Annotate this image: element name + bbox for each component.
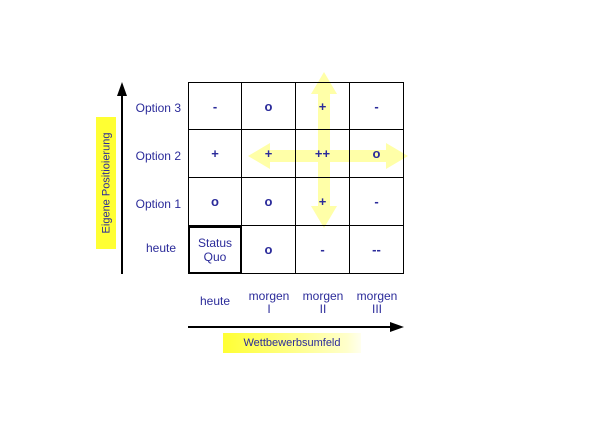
- matrix-cell: -: [350, 82, 404, 130]
- matrix-cell: +: [242, 130, 296, 178]
- column-label-line2: II: [319, 302, 327, 316]
- x-axis-label: Wettbewerbsumfeld: [223, 333, 361, 353]
- column-label-line1: morgen: [248, 289, 290, 303]
- matrix-cell: +: [296, 178, 350, 226]
- column-label-line2: I: [267, 302, 271, 316]
- status-quo-line2: Quo: [203, 250, 227, 264]
- status-quo-cell: Status Quo: [188, 226, 242, 274]
- y-axis-label: Eigene Positioierung: [100, 132, 112, 234]
- x-axis-arrowhead: [390, 322, 404, 332]
- matrix-cell: o: [242, 178, 296, 226]
- matrix-cell: -: [188, 82, 242, 130]
- column-label-line1: heute: [199, 294, 231, 308]
- matrix-grid: - o + - + + ++ o o o + - Status Quo o - …: [188, 82, 404, 274]
- y-axis-label-box: Eigene Positioierung: [96, 117, 116, 249]
- column-label-morgen-1: morgen I: [242, 290, 296, 316]
- highlight-arrows: [248, 72, 408, 228]
- highlight-arrow-down: [311, 206, 337, 228]
- column-label-line1: morgen: [302, 289, 344, 303]
- highlight-horizontal-bar: [268, 150, 398, 162]
- column-label-line1: morgen: [356, 289, 398, 303]
- matrix-cell: +: [296, 82, 350, 130]
- matrix-cell: o: [350, 130, 404, 178]
- y-axis-arrowhead: [117, 82, 127, 96]
- matrix-cell: --: [350, 226, 404, 274]
- matrix-cell: -: [296, 226, 350, 274]
- matrix-cell: +: [188, 130, 242, 178]
- highlight-arrow-up: [311, 72, 337, 94]
- row-label-option-3: Option 3: [135, 101, 181, 115]
- row-label-heute: heute: [145, 241, 176, 255]
- matrix-cell: -: [350, 178, 404, 226]
- matrix-cell: o: [188, 178, 242, 226]
- row-label-option-1: Option 1: [135, 197, 181, 211]
- matrix-cell: o: [242, 82, 296, 130]
- column-label-heute: heute: [188, 295, 242, 308]
- matrix-cell: o: [242, 226, 296, 274]
- column-label-morgen-3: morgen III: [350, 290, 404, 316]
- row-label-option-2: Option 2: [135, 149, 181, 163]
- column-label-line2: III: [371, 302, 382, 316]
- highlight-arrow-right: [386, 143, 408, 169]
- column-label-morgen-2: morgen II: [296, 290, 350, 316]
- status-quo-line1: Status: [197, 236, 233, 250]
- highlight-arrow-left: [248, 143, 270, 169]
- matrix-cell: ++: [296, 130, 350, 178]
